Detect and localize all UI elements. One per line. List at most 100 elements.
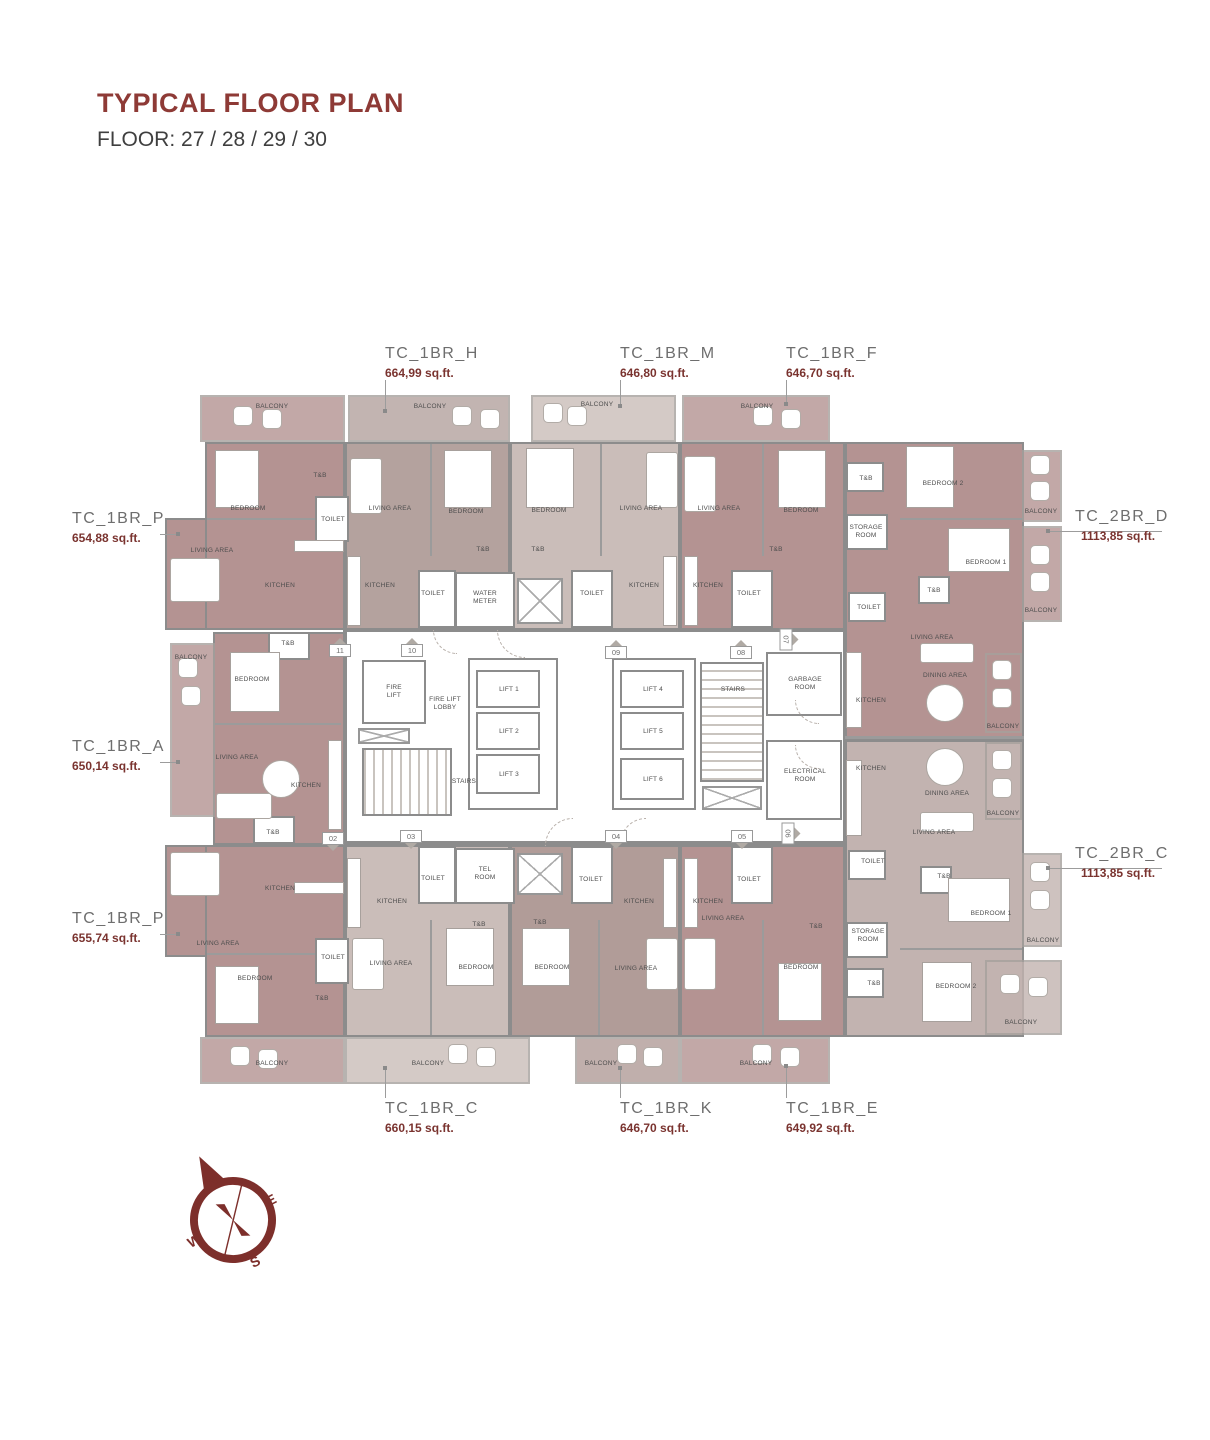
room-label-kitchen: KITCHEN (265, 582, 295, 589)
room-label-bedroom1: BEDROOM 1 (970, 910, 1012, 917)
balcony-chair (1030, 890, 1050, 910)
room-label-stairs: STAIRS (720, 686, 746, 693)
wall-divider (762, 920, 764, 1035)
core-wall-top (343, 628, 847, 632)
toilet-room (315, 496, 349, 542)
room-label-kitchen: KITCHEN (291, 782, 321, 789)
door-arrow-icon (406, 638, 418, 644)
door-arrow-icon (327, 845, 339, 851)
wall-divider (900, 948, 1022, 950)
room-label-tb: T&B (266, 829, 280, 836)
balcony-chair (448, 1044, 468, 1064)
unit-number-badge-08: 08 (730, 640, 752, 659)
wall-divider (215, 723, 341, 725)
kitchen-counter (663, 858, 677, 928)
leader-line (385, 1068, 386, 1098)
balcony-chair (476, 1047, 496, 1067)
room-label-bedroom: BEDROOM (237, 975, 273, 982)
room-label-balcony: BALCONY (174, 654, 208, 661)
kitchen-counter (294, 540, 344, 552)
sofa (646, 938, 678, 990)
balcony-chair (753, 406, 773, 426)
room-label-bedroom: BEDROOM (783, 964, 819, 971)
room-label-bedroom: BEDROOM (234, 676, 270, 683)
sofa (646, 452, 678, 508)
balcony-chair (1030, 862, 1050, 882)
room-label-stairs: STAIRS (451, 778, 477, 785)
room-label-tb: T&B (809, 923, 823, 930)
fire-lift-room (362, 660, 426, 724)
room-label-tb: T&B (476, 546, 490, 553)
lift-6-cab (620, 758, 684, 800)
room-label-bedroom: BEDROOM (458, 964, 494, 971)
room-label-bedroom: BEDROOM (531, 507, 567, 514)
tb-room (846, 968, 884, 998)
balcony-chair (780, 1047, 800, 1067)
room-label-tb: T&B (315, 995, 329, 1002)
kitchen-counter (347, 858, 361, 928)
leader-dot (618, 404, 622, 408)
floor-numbers: FLOOR: 27 / 28 / 29 / 30 (97, 128, 327, 151)
shaft-box (517, 578, 563, 624)
unit-callout-tc-2br-c: TC_2BR_C 1113,85 sq.ft. (1075, 845, 1169, 880)
unit-callout-tc-2br-d: TC_2BR_D 1113,85 sq.ft. (1075, 508, 1169, 543)
room-label-balcony: BALCONY (986, 723, 1020, 730)
leader-dot (1046, 529, 1050, 533)
sofa (920, 643, 974, 663)
dining-table (926, 748, 964, 786)
kitchen-counter (328, 740, 342, 830)
balcony-chair (617, 1044, 637, 1064)
room-label-lift-6: LIFT 6 (643, 776, 663, 783)
lift-3-cab (476, 754, 540, 794)
water-meter-room (455, 572, 515, 628)
room-label-living: LIVING AREA (619, 505, 663, 512)
door-arc (795, 700, 819, 724)
room-label-lift-5: LIFT 5 (643, 728, 663, 735)
unit-callout-tc-1br-h: TC_1BR_H 664,99 sq.ft. (385, 345, 479, 380)
tb-room (846, 462, 884, 492)
leader-line (1048, 531, 1162, 532)
room-label-balcony: BALCONY (411, 1060, 445, 1067)
sofa (352, 938, 384, 990)
room-label-lift-2: LIFT 2 (499, 728, 519, 735)
balcony-chair (480, 409, 500, 429)
room-label-toilet: TOILET (857, 604, 881, 611)
room-label-storage: STORAGE ROOM (849, 524, 883, 540)
room-label-lift-1: LIFT 1 (499, 686, 519, 693)
door-arrow-icon (405, 843, 417, 849)
toilet-room (418, 570, 456, 628)
room-label-kitchen: KITCHEN (377, 898, 407, 905)
bed (778, 963, 822, 1021)
room-label-kitchen: KITCHEN (629, 582, 659, 589)
room-label-bedroom2: BEDROOM 2 (922, 480, 964, 487)
room-label-living: LIVING AREA (910, 634, 954, 641)
room-label-bedroom2: BEDROOM 2 (935, 983, 977, 990)
room-label-kitchen: KITCHEN (365, 582, 395, 589)
balcony-chair (1030, 481, 1050, 501)
room-label-toilet: TOILET (579, 876, 603, 883)
balcony-c (345, 1037, 530, 1084)
sofa (684, 456, 716, 512)
balcony-chair (752, 1044, 772, 1064)
toilet-room (731, 570, 773, 628)
room-label-bedroom: BEDROOM (534, 964, 570, 971)
room-label-bedroom1: BEDROOM 1 (965, 559, 1007, 566)
room-label-living: LIVING AREA (368, 505, 412, 512)
toilet-room (848, 592, 886, 622)
balcony-f (682, 395, 830, 442)
room-label-tb: T&B (531, 546, 545, 553)
room-label-bedroom: BEDROOM (230, 505, 266, 512)
room-label-balcony: BALCONY (1004, 1019, 1038, 1026)
room-label-electrical: ELECTRICAL ROOM (783, 768, 827, 784)
unit-number-badge-03: 03 (400, 830, 422, 849)
room-label-tel-room: TEL ROOM (474, 866, 496, 882)
room-label-kitchen: KITCHEN (856, 765, 886, 772)
balcony-chair (1030, 455, 1050, 475)
leader-dot (176, 932, 180, 936)
room-label-balcony: BALCONY (1024, 607, 1058, 614)
door-arc (497, 630, 525, 658)
leader-line (620, 1068, 621, 1098)
leader-line (160, 934, 178, 935)
room-label-dining: DINING AREA (924, 790, 970, 797)
